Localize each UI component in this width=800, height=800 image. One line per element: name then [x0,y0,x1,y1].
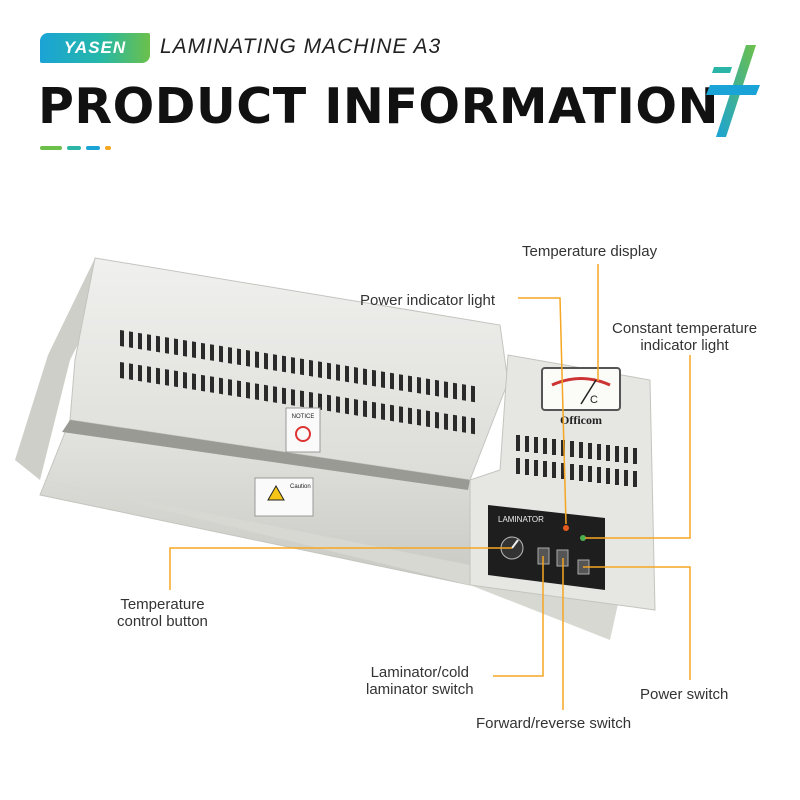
page-title: PRODUCT INFORMATION [38,78,720,135]
callout-line-power-switch [583,566,691,680]
gauge-needle [580,379,597,405]
plus-slash-icon [706,45,760,137]
product-subtitle: LAMINATING MACHINE A3 [160,35,442,58]
decorative-dots [40,146,116,164]
dot-teal [67,146,81,150]
brand-logo: YASEN [40,33,150,63]
callout-line-constant-temp [585,355,691,539]
label-constant-temp: Constant temperature indicator light [612,320,757,354]
notice-text: NOTICE [292,414,315,420]
panel-title: LAMINATOR [498,515,544,524]
caution-text: Caution [290,484,311,490]
dot-green [40,146,62,150]
dot-orange [105,146,111,150]
feed-slot [62,420,470,490]
label-temp-control-line2: control button [117,613,208,630]
callout-line-power-indicator [518,297,567,525]
knob-pointer [511,539,519,549]
label-power-switch: Power switch [640,686,729,703]
caution-icon [267,484,285,501]
caution-sticker [254,477,314,517]
label-temp-control-line1: Temperature [120,596,205,613]
label-constant-temp-line2: indicator light [640,337,729,354]
control-box-vents [516,435,637,487]
notice-sticker [285,407,321,453]
label-power-indicator: Power indicator light [360,292,496,309]
label-forward-reverse: Forward/reverse switch [476,715,632,732]
gauge-scale [551,377,611,387]
callout-line-temp-control [169,547,512,590]
constant-temp-led [580,535,586,541]
callout-line-laminator-switch [493,556,544,677]
power-indicator-led [563,525,569,531]
top-vents [120,330,475,435]
dot-blue [86,146,100,150]
label-temperature-display: Temperature display [522,243,658,260]
label-constant-temp-line1: Constant temperature [612,320,758,337]
gauge-letter: C [590,394,598,406]
maker-logo: Officom [560,413,602,427]
label-temp-control: Temperature control button [117,596,208,630]
label-laminator-switch: Laminator/cold laminator switch [366,664,474,698]
machine-left-side [15,258,120,480]
label-laminator-switch-line2: laminator switch [366,681,474,698]
label-laminator-switch-line1: Laminator/cold [370,664,469,681]
no-hands-icon [295,426,311,442]
